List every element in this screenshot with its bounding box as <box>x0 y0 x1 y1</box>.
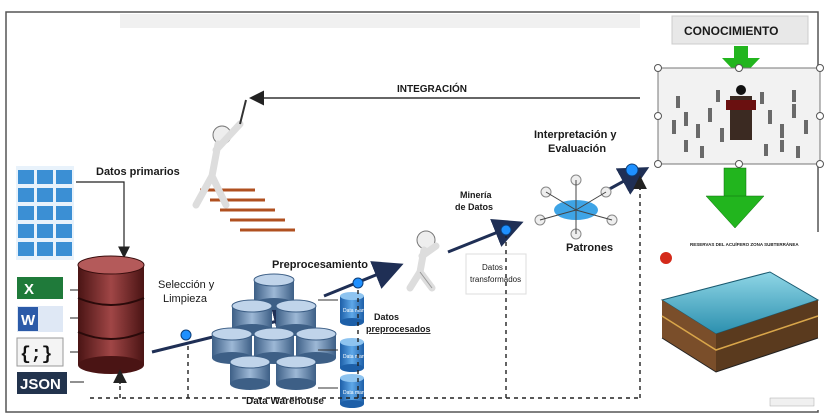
patrones-label: Patrones <box>566 242 613 254</box>
mineria-label-1: Minería <box>460 190 493 200</box>
green-down-arrow-bottom <box>705 167 765 229</box>
preprocesamiento-node <box>352 277 364 289</box>
datos-transformados-box <box>465 253 527 295</box>
seleccion-label-2: Limpieza <box>163 293 208 305</box>
braces-icon-label: {;} <box>20 345 52 365</box>
interpretacion-label-2: Evaluación <box>548 143 606 155</box>
excel-icon: X <box>17 277 63 299</box>
mineria-label-2: de Datos <box>455 202 493 212</box>
mineria-node <box>500 224 512 236</box>
map-title: RESERVAS DEL ACUÍFERO ZONA SUBTERRÁNEA <box>690 240 799 247</box>
seleccion-node <box>180 329 192 341</box>
datos-preprocesados-label-2: preprocesados <box>366 324 431 334</box>
conocimiento-box <box>671 15 809 45</box>
braces-icon: {;} <box>16 337 64 367</box>
integracion-label: INTEGRACIÓN <box>397 82 467 95</box>
person-thinking-icon <box>406 230 440 292</box>
data-mart-label-2: Data mart <box>343 354 366 360</box>
data-mart-label-3: Data mart <box>343 390 366 396</box>
json-icon: JSON <box>17 372 67 394</box>
feedback-dashed-lines <box>90 178 641 399</box>
database-icon <box>77 255 145 374</box>
person-climbing-icon <box>192 99 295 232</box>
data-mart-label-1: Data mart <box>343 308 366 314</box>
seleccion-label-1: Selección y <box>158 279 215 291</box>
files-to-db-connector <box>76 181 130 259</box>
datos-transformados-label-1: Datos <box>482 263 503 272</box>
network-people-icon <box>534 174 618 240</box>
data-warehouse-icon <box>211 273 337 390</box>
crowd-icon <box>657 67 821 165</box>
file-grid-icon <box>16 166 74 260</box>
diagram-frame <box>5 11 819 413</box>
datos-transformados-label-2: transformados <box>470 275 521 284</box>
header-smudge <box>120 14 640 28</box>
conocimiento-label: CONOCIMIENTO <box>684 24 778 38</box>
preprocesamiento-label: Preprocesamiento <box>272 259 368 271</box>
terrain-map-icon: RESERVAS DEL ACUÍFERO ZONA SUBTERRÁNEA <box>650 232 820 410</box>
datos-preprocesados-label-1: Datos <box>374 312 399 322</box>
excel-icon-label: X <box>24 281 34 298</box>
interpretacion-label-1: Interpretación y <box>534 129 617 141</box>
json-icon-label: JSON <box>20 376 61 393</box>
data-mart-icons: Data mart Data mart Data mart <box>318 292 366 408</box>
word-icon-label: W <box>21 312 36 329</box>
data-warehouse-label: Data Warehouse <box>246 396 324 407</box>
selection-handles <box>654 64 824 168</box>
datos-primarios-label: Datos primarios <box>96 166 180 178</box>
interpretacion-node <box>625 163 639 177</box>
word-icon: W <box>17 306 63 332</box>
